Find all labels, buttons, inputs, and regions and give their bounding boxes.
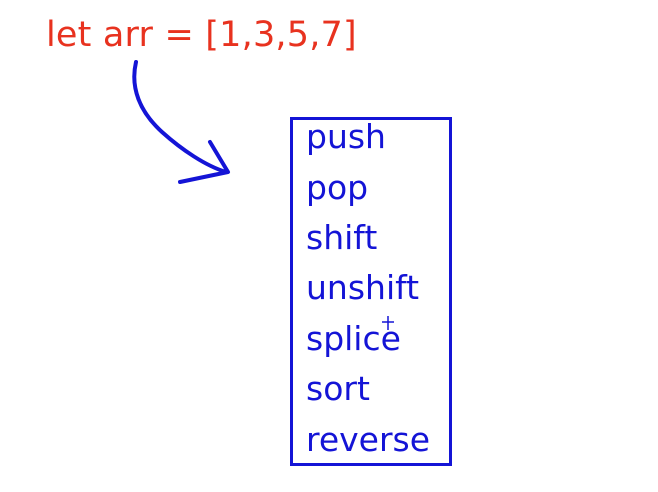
arrow-shaft: [132, 60, 228, 174]
arrow-head: [178, 140, 230, 184]
method-item-push: push: [306, 117, 386, 156]
method-item-pop: pop: [306, 168, 369, 207]
method-item-shift: shift: [306, 218, 378, 257]
cursor-crosshair-icon: [382, 316, 394, 330]
method-item-splice: splice: [306, 319, 401, 358]
array-declaration-text: let arr = [1,3,5,7]: [46, 15, 357, 55]
method-item-sort: sort: [306, 369, 370, 408]
array-methods-box: push pop shift unshift splice sort rever…: [290, 117, 452, 466]
method-item-reverse: reverse: [306, 420, 431, 459]
method-item-unshift: unshift: [306, 268, 420, 307]
